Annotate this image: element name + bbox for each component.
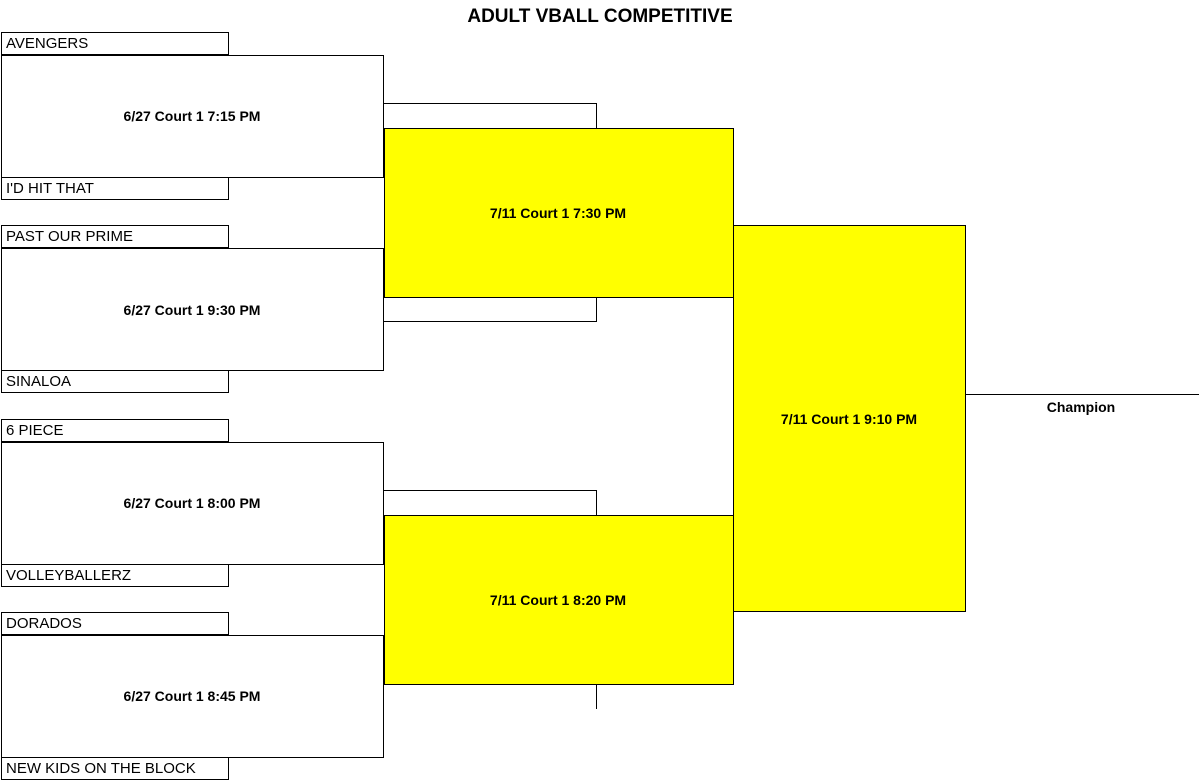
semifinal-1-schedule: 7/11 Court 1 7:30 PM [489,205,627,221]
connector-line [596,103,597,128]
connector-line [596,490,597,515]
final-schedule: 7/11 Court 1 9:10 PM [780,411,918,427]
connector-line [596,684,597,709]
connector-line [384,490,596,491]
match-3-schedule: 6/27 Court 1 8:00 PM [123,495,261,511]
match-2-schedule: 6/27 Court 1 9:30 PM [123,302,261,318]
team-slot-8: NEW KIDS ON THE BLOCK [1,757,229,780]
team-slot-1: AVENGERS [1,32,229,55]
champion-line [966,394,1199,395]
semifinal-2-schedule: 7/11 Court 1 8:20 PM [489,592,627,608]
team-slot-5: 6 PIECE [1,419,229,442]
match-bracket-1 [1,55,384,178]
team-slot-2: I'D HIT THAT [1,177,229,200]
match-1-schedule: 6/27 Court 1 7:15 PM [123,108,261,124]
connector-line [596,297,597,322]
team-slot-6: VOLLEYBALLERZ [1,564,229,587]
match-4-schedule: 6/27 Court 1 8:45 PM [123,688,261,704]
team-slot-7: DORADOS [1,612,229,635]
connector-line [384,103,596,104]
bracket-title: ADULT VBALL COMPETITIVE [467,6,733,27]
semifinal-box-2 [384,515,734,685]
match-bracket-3 [1,442,384,565]
team-slot-4: SINALOA [1,370,229,393]
semifinal-box-1 [384,128,734,298]
team-slot-3: PAST OUR PRIME [1,225,229,248]
match-bracket-4 [1,635,384,758]
final-box [733,225,966,612]
champion-label: Champion [1046,399,1116,415]
connector-line [384,321,596,322]
match-bracket-2 [1,248,384,371]
